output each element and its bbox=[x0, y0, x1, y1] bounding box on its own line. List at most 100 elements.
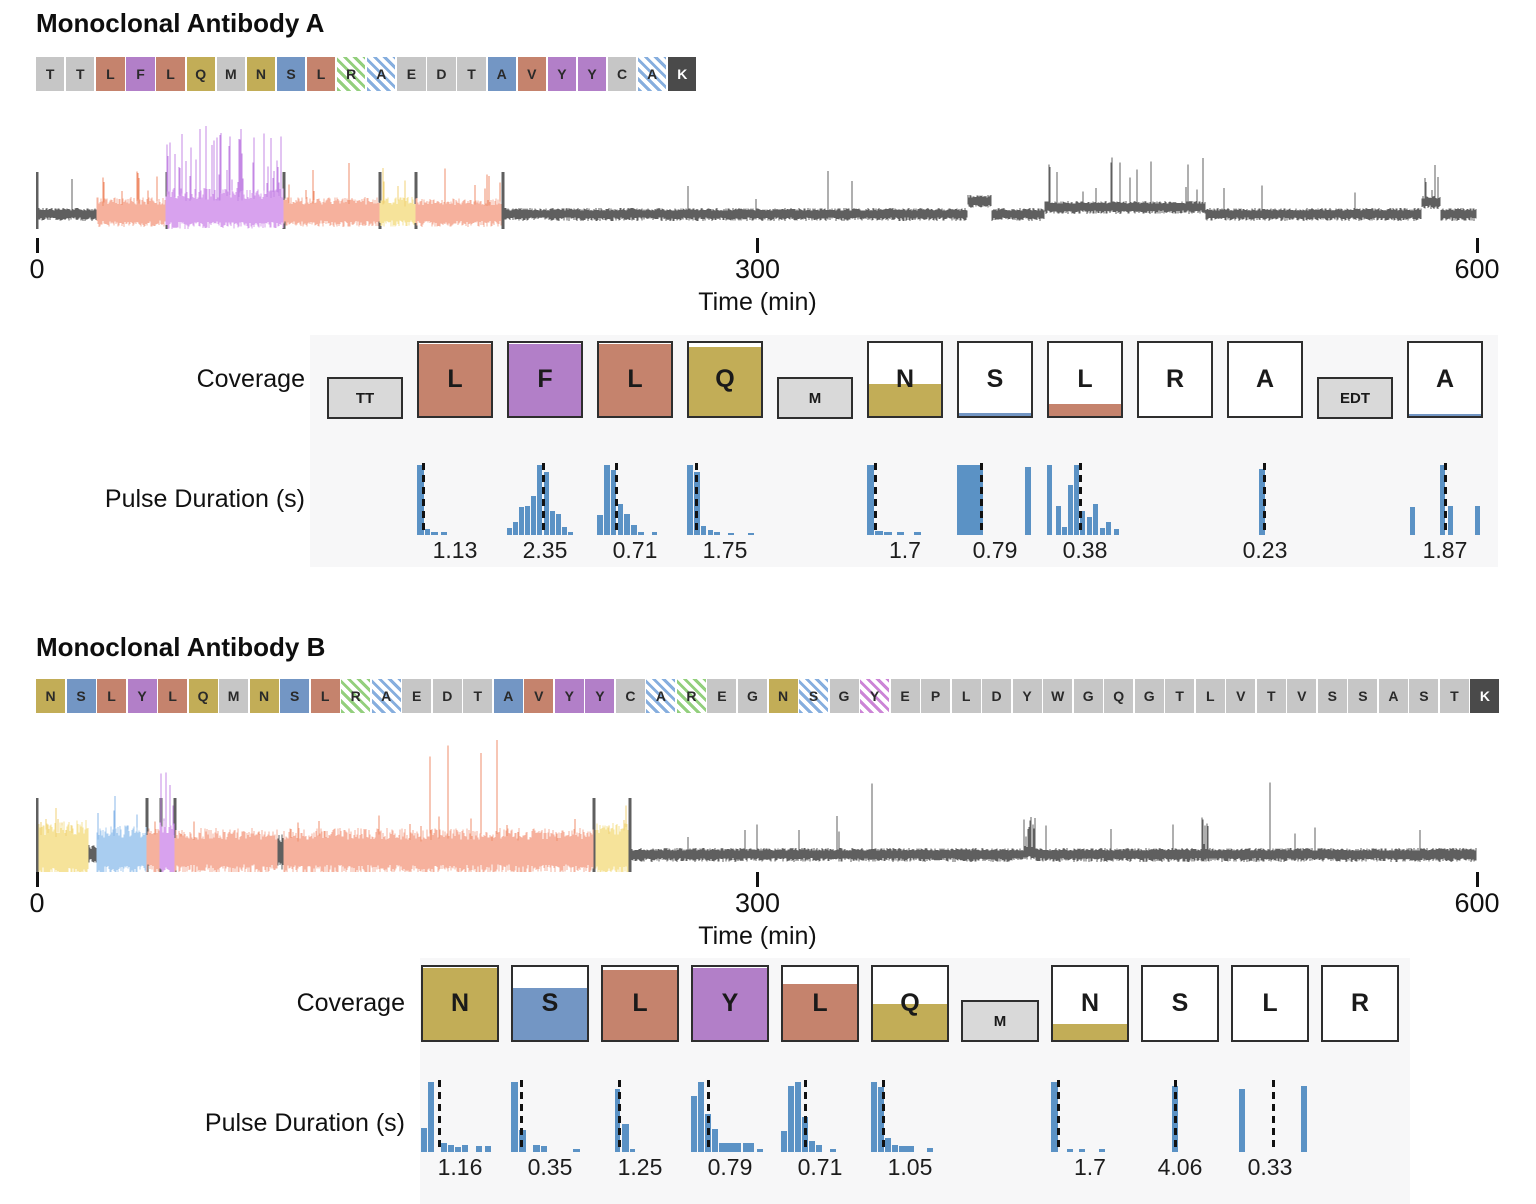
histogram-bar bbox=[1448, 505, 1454, 535]
pulse-duration-value: 0.35 bbox=[527, 1154, 573, 1180]
x-axis-tick bbox=[1475, 238, 1479, 253]
pulse-histogram: 1.87 bbox=[1407, 463, 1483, 565]
trace-path bbox=[97, 796, 138, 840]
x-axis-tick bbox=[35, 872, 39, 887]
coverage-box-letter: A bbox=[1255, 365, 1275, 393]
trace-path bbox=[165, 188, 284, 229]
median-dashed-line bbox=[979, 463, 983, 535]
sequence-cell: L bbox=[156, 57, 185, 91]
sequence-cell: P bbox=[921, 679, 951, 713]
coverage-box: A bbox=[1407, 341, 1483, 418]
coverage-box-letter: L bbox=[1077, 365, 1093, 393]
pulse-histogram: 0.79 bbox=[691, 1080, 769, 1182]
median-dashed-line bbox=[519, 1080, 523, 1152]
histogram-bar bbox=[421, 1127, 427, 1152]
trace-path bbox=[166, 126, 282, 202]
coverage-box-letter: L bbox=[812, 989, 828, 1017]
histogram-bar bbox=[830, 1148, 837, 1152]
histogram-bar bbox=[1086, 516, 1092, 535]
median-dashed-line bbox=[1262, 463, 1266, 535]
histogram-bar bbox=[1301, 1085, 1308, 1152]
histogram-bar bbox=[874, 530, 883, 535]
coverage-box: L bbox=[1047, 341, 1123, 418]
histogram-bar bbox=[615, 1089, 620, 1152]
sequence-cell: K bbox=[1470, 679, 1500, 713]
histogram-bar bbox=[448, 1145, 455, 1152]
sequence-cell: E bbox=[707, 679, 737, 713]
coverage-box-letter: N bbox=[1080, 989, 1100, 1017]
trace-path bbox=[36, 157, 1477, 229]
signal-trace-plot bbox=[36, 126, 1477, 229]
sequence-cell: A bbox=[646, 679, 676, 713]
pulse-duration-value: 0.71 bbox=[612, 537, 658, 563]
histogram-bar bbox=[809, 1140, 816, 1152]
histogram-bar bbox=[719, 1142, 742, 1152]
coverage-box: L bbox=[417, 341, 493, 418]
panel-title: Monoclonal Antibody A bbox=[36, 8, 325, 38]
sequence-cell: A bbox=[493, 679, 523, 713]
x-axis-tick-label: 300 bbox=[734, 888, 781, 918]
sequence-cell: N bbox=[768, 679, 798, 713]
histogram-bar bbox=[540, 1146, 548, 1152]
median-dashed-line bbox=[1271, 1080, 1275, 1152]
sequence-cell: L bbox=[310, 679, 340, 713]
histogram-bar bbox=[1113, 529, 1119, 535]
histogram-bar bbox=[617, 503, 624, 535]
pulse-duration-value: 1.75 bbox=[702, 537, 748, 563]
histogram-bar bbox=[441, 1142, 448, 1152]
x-axis-tick-label: 600 bbox=[1454, 888, 1500, 918]
histogram-bar bbox=[867, 465, 874, 535]
histogram-bar bbox=[1410, 507, 1416, 535]
sequence-cell: A bbox=[371, 679, 401, 713]
coverage-box: N bbox=[1051, 965, 1129, 1042]
coverage-row-label: Coverage bbox=[196, 365, 305, 393]
coverage-box: Y bbox=[691, 965, 769, 1042]
histogram-bar bbox=[883, 532, 892, 535]
sequence-cell: A bbox=[1378, 679, 1408, 713]
sequence-cell: L bbox=[158, 679, 188, 713]
histogram-bar bbox=[1079, 1148, 1086, 1152]
sequence-cell: G bbox=[1073, 679, 1103, 713]
sequence-cell: V bbox=[1226, 679, 1256, 713]
trace-path bbox=[36, 820, 630, 872]
median-dashed-line bbox=[881, 1080, 885, 1152]
sequence-cell: E bbox=[397, 57, 426, 91]
histogram-bar bbox=[927, 1147, 934, 1152]
histogram-bar bbox=[878, 1086, 884, 1152]
coverage-box: S bbox=[511, 965, 589, 1042]
sequence-cell: Y bbox=[1012, 679, 1042, 713]
sequence-cell: D bbox=[432, 679, 462, 713]
pulse-histogram: 1.05 bbox=[871, 1080, 949, 1182]
median-dashed-line bbox=[1057, 1080, 1061, 1152]
sequence-cell: D bbox=[427, 57, 456, 91]
coverage-box: N bbox=[421, 965, 499, 1042]
histogram-bar bbox=[1099, 1149, 1106, 1152]
sequence-cell: F bbox=[126, 57, 155, 91]
sequence-cell: N bbox=[246, 57, 276, 91]
sequence-cell: Y bbox=[860, 679, 889, 713]
sequence-cell: S bbox=[280, 679, 310, 713]
sequence-cell: L bbox=[1195, 679, 1225, 713]
histogram-bar bbox=[638, 531, 644, 535]
histogram-bar bbox=[1056, 505, 1062, 535]
trace-path bbox=[146, 828, 594, 872]
histogram-bar bbox=[622, 1124, 629, 1152]
sequence-cell: S bbox=[1317, 679, 1347, 713]
histogram-bar bbox=[885, 1138, 891, 1152]
histogram-bar bbox=[781, 1131, 787, 1152]
sequence-cell: E bbox=[402, 679, 432, 713]
coverage-fill bbox=[509, 344, 581, 416]
histogram-bar bbox=[543, 472, 549, 535]
pulse-duration-value: 1.87 bbox=[1422, 537, 1468, 563]
histogram-bar bbox=[707, 530, 714, 535]
pulse-histogram: 1.13 bbox=[417, 463, 493, 565]
median-dashed-line bbox=[1444, 463, 1448, 535]
histogram-bar bbox=[531, 495, 537, 535]
pulse-histogram: 4.06 bbox=[1141, 1080, 1219, 1182]
coverage-fill bbox=[1049, 404, 1121, 416]
coverage-box: S bbox=[1141, 965, 1219, 1042]
histogram-bar bbox=[525, 505, 531, 535]
coverage-fill bbox=[419, 344, 491, 416]
sequence-cell: V bbox=[524, 679, 554, 713]
